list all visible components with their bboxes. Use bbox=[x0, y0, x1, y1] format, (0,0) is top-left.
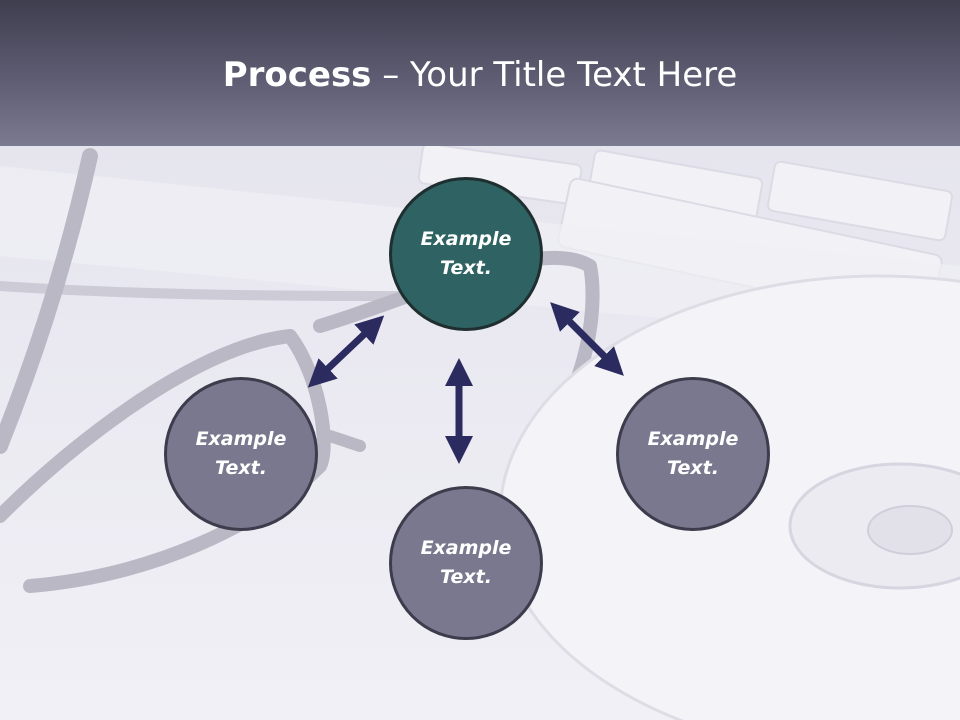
header-band: Process – Your Title Text Here bbox=[0, 0, 960, 146]
node-right-label: Example Text. bbox=[647, 428, 739, 479]
node-top-label: Example Text. bbox=[420, 228, 512, 279]
node-right: Example Text. bbox=[616, 377, 770, 531]
slide-title: Process – Your Title Text Here bbox=[0, 52, 960, 98]
title-rest: – Your Title Text Here bbox=[371, 55, 738, 95]
node-bottom: Example Text. bbox=[389, 486, 543, 640]
node-top: Example Text. bbox=[389, 177, 543, 331]
arrow-top-left bbox=[307, 315, 385, 388]
arrow-top-right bbox=[550, 302, 624, 376]
node-left: Example Text. bbox=[164, 377, 318, 531]
node-bottom-label: Example Text. bbox=[420, 537, 512, 588]
node-left-label: Example Text. bbox=[195, 428, 287, 479]
title-bold: Process bbox=[222, 55, 372, 95]
